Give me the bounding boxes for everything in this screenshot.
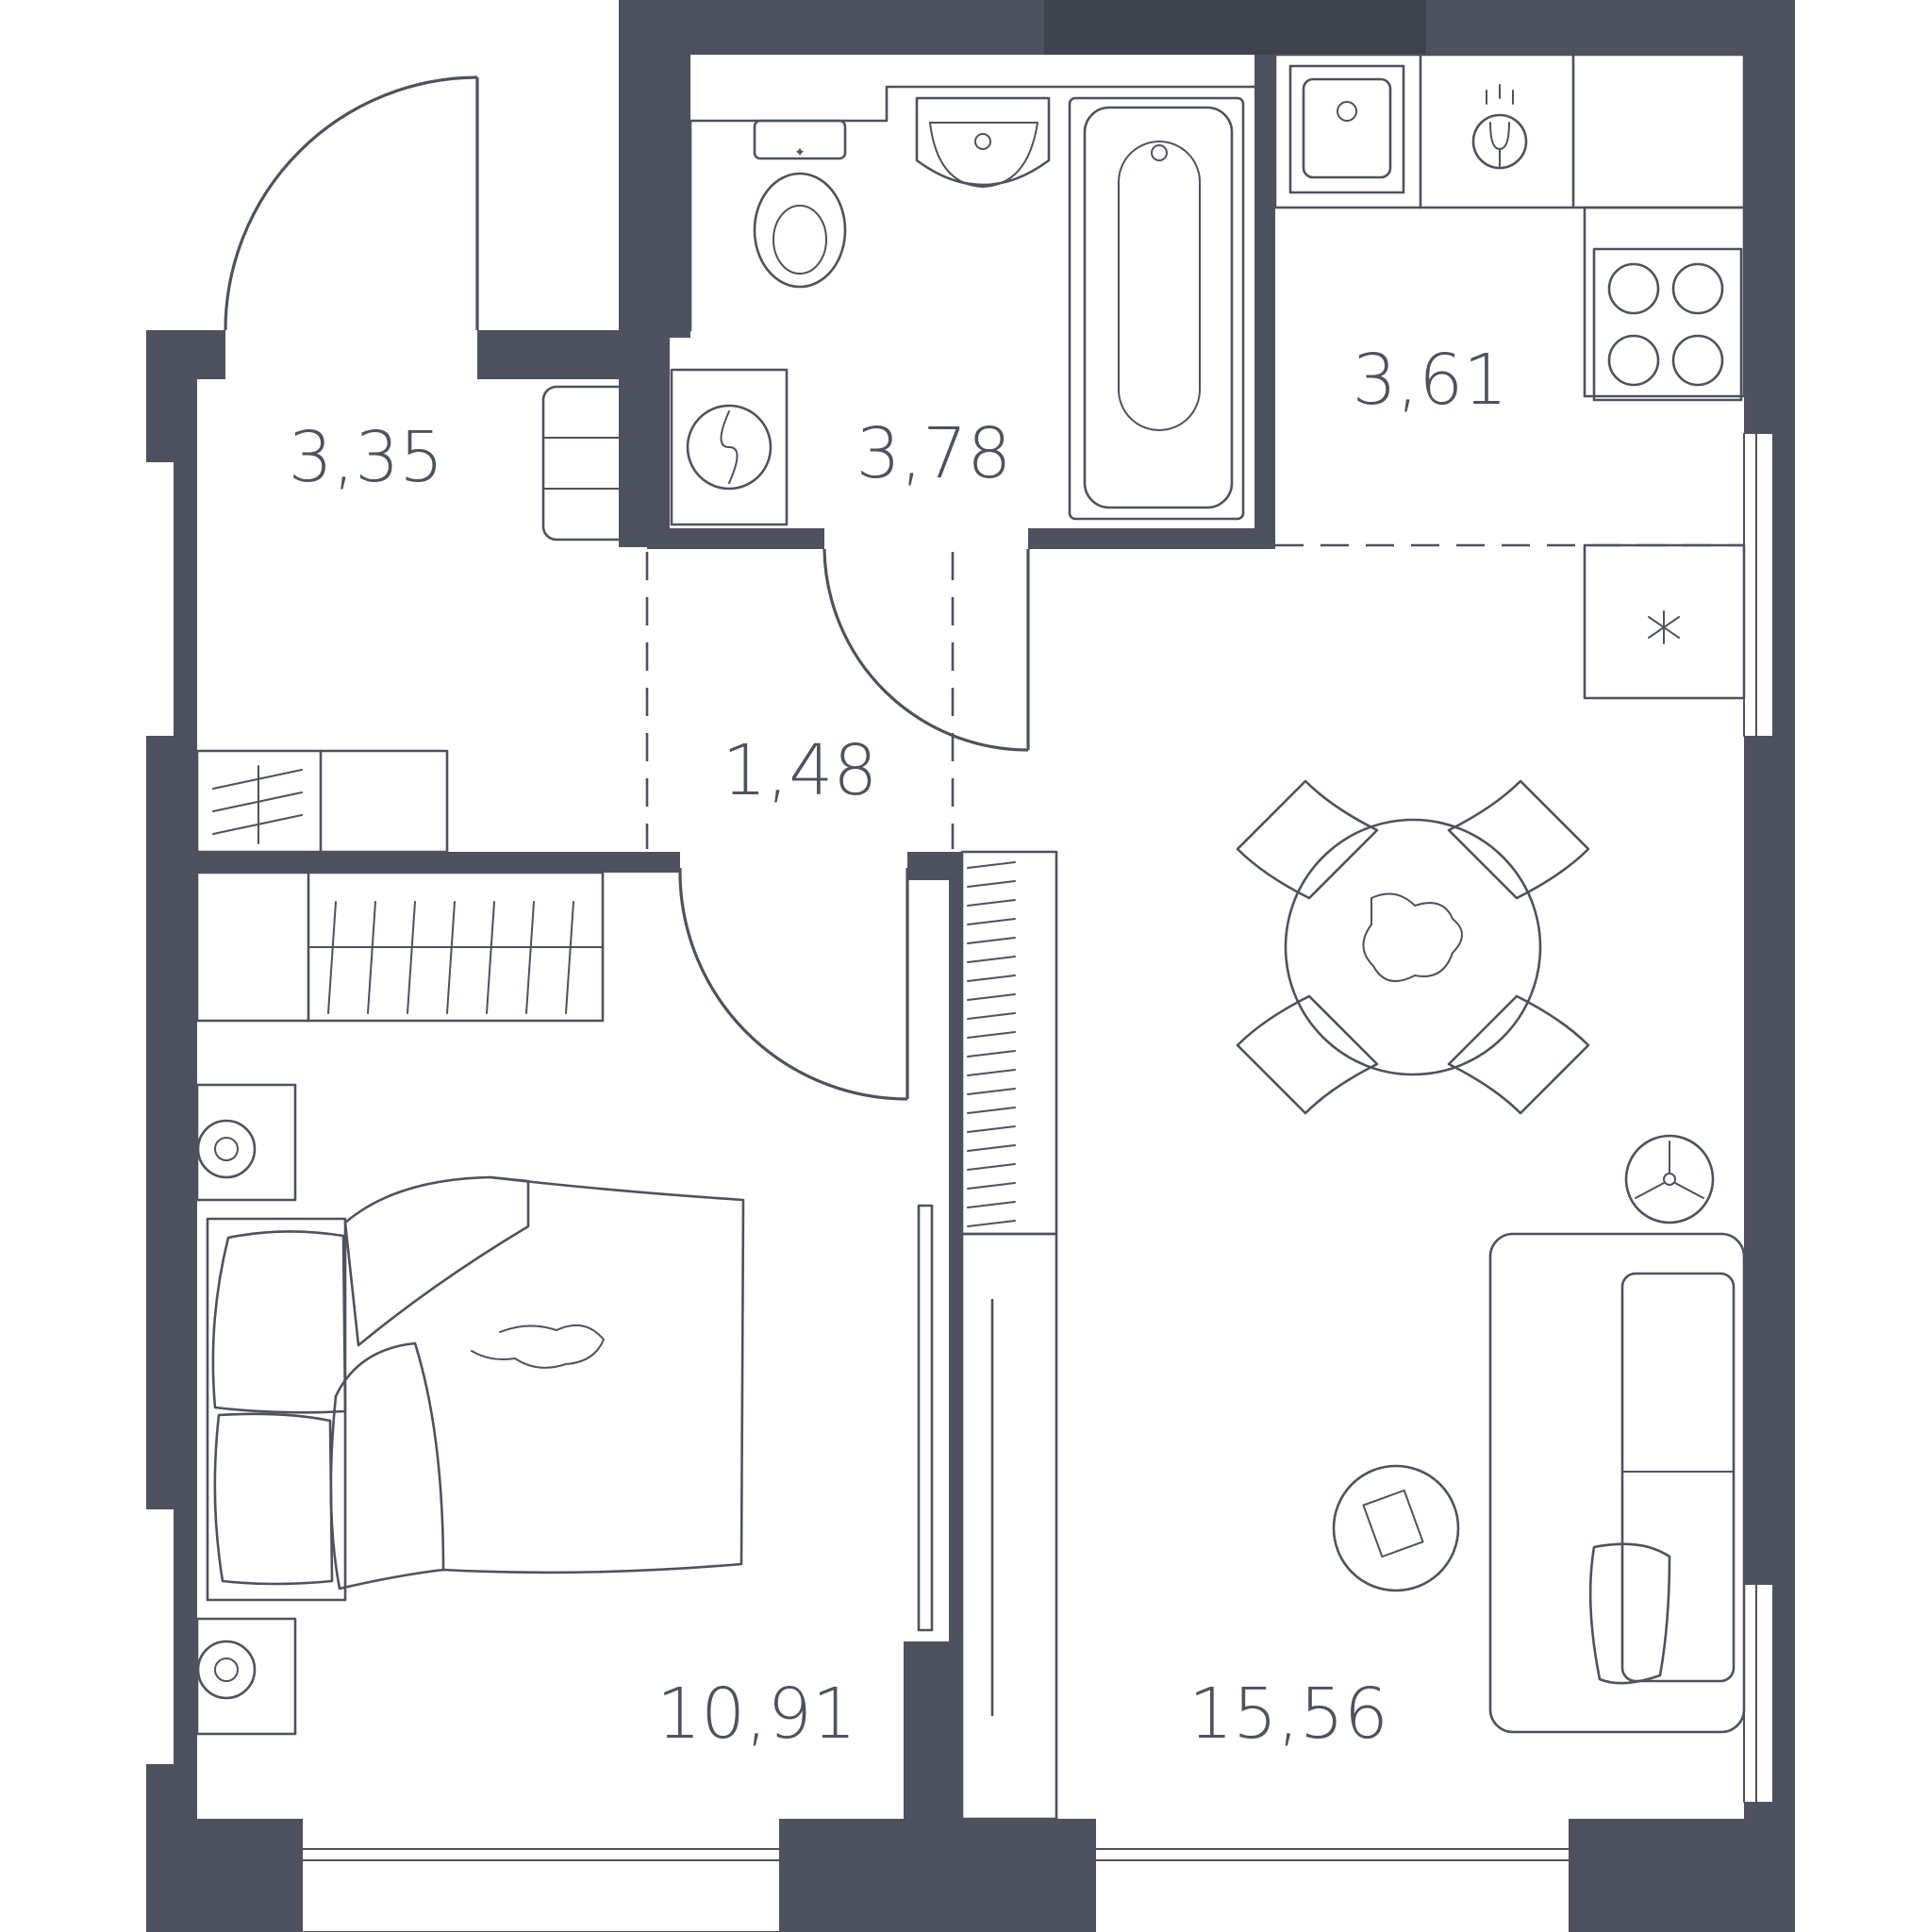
dishwasher-icon xyxy=(1471,84,1528,170)
living-room-fixtures xyxy=(960,779,1746,1821)
svg-text:✦: ✦ xyxy=(794,145,806,160)
corridor-wardrobe-icon xyxy=(960,850,1058,1821)
washing-machine-icon xyxy=(670,368,789,526)
bench-icon xyxy=(541,385,638,541)
coffee-table-icon xyxy=(1332,1464,1460,1592)
bathtub-icon xyxy=(1068,96,1245,521)
living-room-area-label: 15,56 xyxy=(1188,1674,1388,1755)
toilet-icon: ✦ xyxy=(753,119,847,289)
walls xyxy=(146,0,1795,1932)
room-separators xyxy=(645,543,1744,849)
hallway-fixtures xyxy=(195,385,638,854)
sofa-icon xyxy=(1488,1232,1746,1734)
sink-icon xyxy=(915,96,1051,188)
nightstand-icon xyxy=(195,1083,297,1736)
hallway-area-label: 3,35 xyxy=(289,417,444,498)
fridge-icon xyxy=(1648,610,1680,644)
bed-icon xyxy=(206,1175,745,1602)
bedroom-area-label: 10,91 xyxy=(656,1674,856,1755)
bedroom-fixtures xyxy=(195,871,934,1736)
doors xyxy=(224,75,1030,1101)
stove-icon xyxy=(1592,247,1743,402)
wardrobe-icon xyxy=(195,871,605,1023)
dining-table-icon xyxy=(1236,779,1590,1115)
windows xyxy=(146,433,1772,1932)
kitchen-area-label: 3,61 xyxy=(1353,340,1508,421)
bathroom-area-label: 3,78 xyxy=(856,413,1012,494)
area-labels: 3,35 3,78 3,61 1,48 10,91 15,56 xyxy=(289,340,1508,1755)
plant-pot-icon xyxy=(1624,1134,1715,1224)
corridor-area-label: 1,48 xyxy=(723,730,878,811)
kitchen-fixtures xyxy=(1273,53,1746,700)
kitchen-sink-icon xyxy=(1288,64,1405,194)
bathroom-fixtures: ✦ xyxy=(645,85,1256,530)
shoe-cabinet-icon xyxy=(195,749,449,854)
